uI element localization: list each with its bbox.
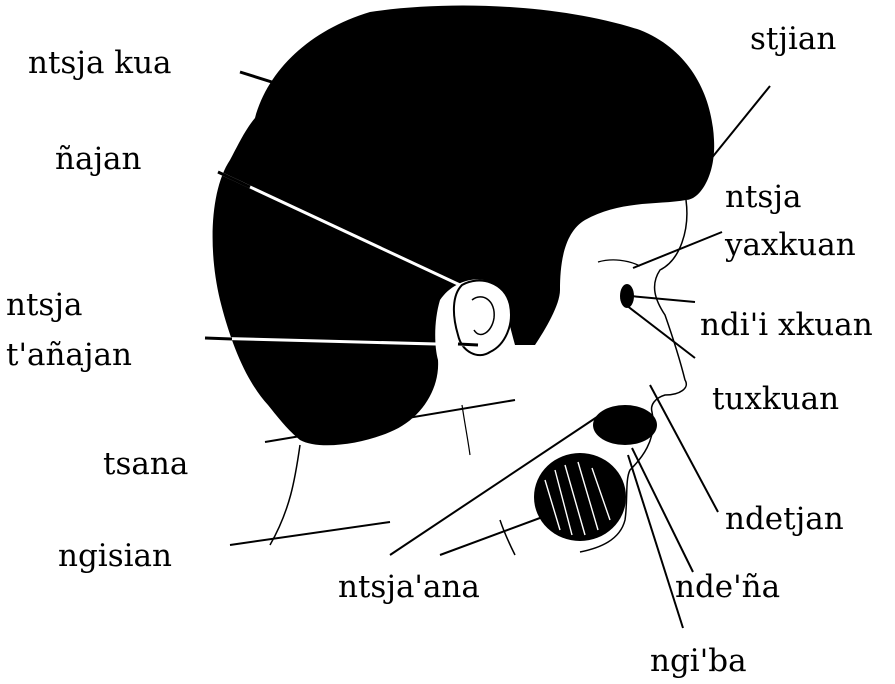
leader-ntsja-tanajan-outer [205, 338, 232, 339]
leader-ntsjaana-b [440, 515, 548, 555]
neck-front [500, 520, 515, 555]
leader-ngisian [230, 522, 390, 545]
label-ndetjan: ndetjan [725, 500, 844, 538]
label-ntsja-tanajan-line2: t'añajan [6, 336, 132, 374]
eyebrow [598, 260, 640, 266]
mustache-shape [593, 405, 657, 445]
label-tsana: tsana [103, 445, 188, 483]
label-ntsja-tanajan-line1: ntsja [6, 286, 82, 324]
beard-shape [534, 453, 626, 541]
neck-back [270, 445, 300, 545]
jaw-line [462, 405, 470, 455]
label-ntsja-yaxkuan-line1: ntsja [725, 178, 801, 216]
leader-ntsja-tanajan-ear [458, 344, 478, 345]
label-ndena: nde'ña [675, 568, 780, 606]
leader-ndena [632, 448, 693, 572]
label-ntsja-kua: ntsja kua [28, 44, 172, 82]
label-ntsjaana: ntsja'ana [338, 568, 480, 606]
label-ndii-xkuan: ndi'i xkuan [700, 306, 873, 344]
label-ngisian: ngisian [58, 537, 172, 575]
leader-stjian [706, 86, 770, 165]
label-najan: ñajan [55, 140, 142, 178]
hair-shape [213, 6, 715, 446]
leader-ndii-xkuan [630, 296, 695, 302]
leader-tuxkuan [626, 305, 695, 358]
label-ntsja-yaxkuan-line2: yaxkuan [725, 226, 856, 264]
leader-ntsja-yaxkuan [633, 232, 722, 268]
leader-ndetjan [650, 385, 718, 512]
label-tuxkuan: tuxkuan [712, 380, 839, 418]
label-ngiba: ngi'ba [650, 642, 747, 680]
label-stjian: stjian [750, 20, 836, 58]
